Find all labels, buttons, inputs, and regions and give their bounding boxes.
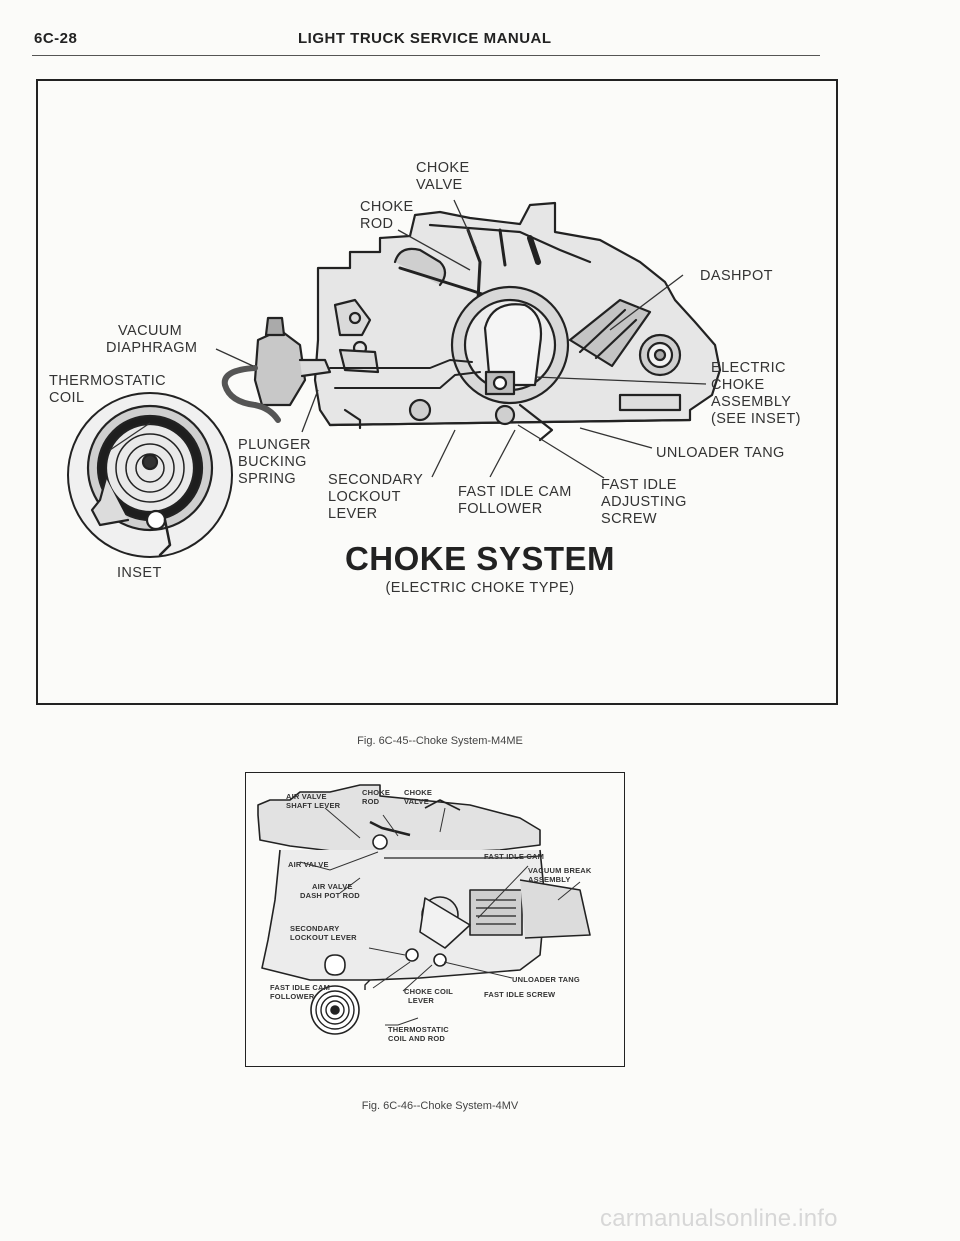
- figure-2-frame: [245, 772, 625, 1067]
- figure-1-title: CHOKE SYSTEM: [344, 540, 616, 577]
- figure-1-frame: [36, 79, 838, 705]
- page-header-title: LIGHT TRUCK SERVICE MANUAL: [298, 30, 552, 47]
- label-inset: INSET: [117, 565, 162, 581]
- label-fast-idle-cam-small: FAST IDLE CAM: [484, 852, 545, 861]
- label-unloader-tang-small: UNLOADER TANG: [512, 975, 580, 984]
- figure-2-caption: Fig. 6C-46--Choke System-4MV: [361, 1100, 519, 1112]
- label-unloader-tang: UNLOADER TANG: [656, 445, 785, 461]
- leader-choke-valve: [453, 199, 477, 249]
- figure-1-subtitle: (ELECTRIC CHOKE TYPE): [385, 580, 575, 596]
- label-dashpot: DASHPOT: [700, 268, 773, 284]
- watermark: carmanualsonline.info: [600, 1205, 838, 1232]
- page-number: 6C-28: [34, 30, 78, 47]
- header-rule: [32, 55, 820, 56]
- label-air-valve-small: AIR VALVE: [288, 860, 329, 869]
- label-fast-idle-screw: FAST IDLE SCREW: [484, 990, 556, 999]
- figure-1-caption: Fig. 6C-45--Choke System-M4ME: [357, 735, 523, 747]
